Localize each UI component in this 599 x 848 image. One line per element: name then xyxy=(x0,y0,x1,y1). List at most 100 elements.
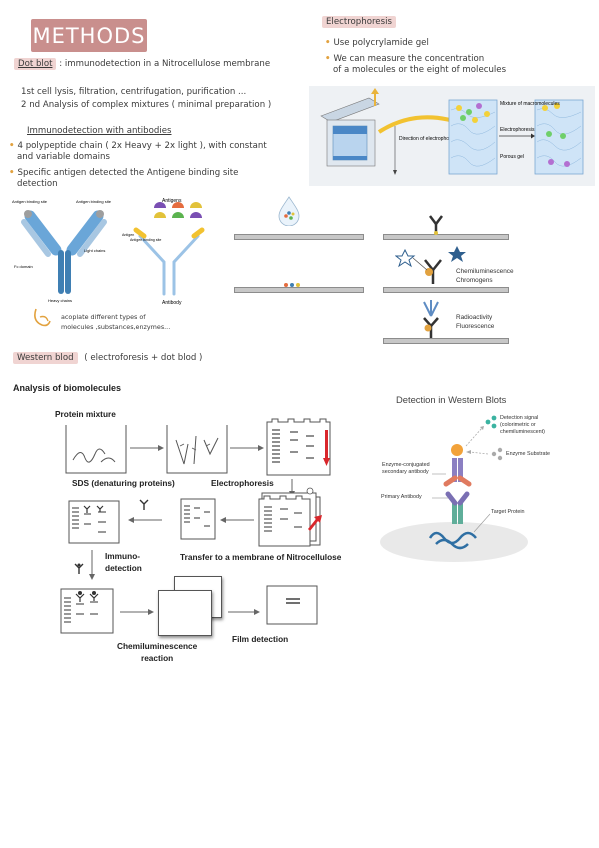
dot-blot-heading: Dot blot xyxy=(14,58,57,70)
immunodetection-label: Immuno- detection xyxy=(105,550,142,574)
signal-c: chemiluminescent) xyxy=(500,429,545,436)
protein-mixture-label: Protein mixture xyxy=(55,409,116,419)
analysis-title: Analysis of biomolecules xyxy=(13,383,122,393)
enzyme-substrate-label: Enzyme Substrate xyxy=(506,451,551,457)
electrophoresis-step-label: Electrophoresis xyxy=(211,478,274,488)
film-result xyxy=(266,585,318,625)
electrophoresis-bullet-2a: We can measure the concentration xyxy=(333,54,485,64)
film-detection-label: Film detection xyxy=(232,634,289,644)
antibody-on-membrane-icon xyxy=(429,215,443,235)
radioactivity-icon xyxy=(423,300,439,338)
electrophoresis-bullet-1: •Use polycrylamide gel xyxy=(325,38,429,48)
film-sheet-front xyxy=(158,590,212,636)
sds-beaker xyxy=(166,425,228,474)
membrane-strip-2 xyxy=(234,287,364,293)
membrane-strip-4 xyxy=(383,287,509,293)
secondary-antibody-label: Enzyme-conjugated secondary antibody xyxy=(382,462,430,476)
chemiluminescence-icon xyxy=(395,246,466,284)
dots-on-membrane xyxy=(284,283,300,287)
antigen-binding-site-right: Antigen binding site xyxy=(76,199,112,204)
light-chains-label: Light chains xyxy=(84,248,105,253)
mixture-label: Mixture of macromolecules xyxy=(500,101,560,107)
antigen-binding-mini-label: Antigen binding site xyxy=(130,238,161,242)
bullet-1b: and variable domains xyxy=(17,152,110,163)
secondary-b: secondary antibody xyxy=(382,469,429,476)
antibody-mini-icon-1 xyxy=(139,499,149,510)
chemi-blot xyxy=(60,588,114,634)
detection-signal-label: Detection signal (colorimetric or chemil… xyxy=(500,415,545,436)
gel-before xyxy=(448,99,498,175)
detection-title: Detection in Western Blots xyxy=(396,394,507,405)
transfer-membrane xyxy=(258,487,321,547)
arrow-3 xyxy=(120,609,154,615)
chemi-label-a: Chemiluminescence xyxy=(117,641,198,651)
bullet-2a: Specific antigen detected the Antigene b… xyxy=(17,168,239,178)
arrow-1 xyxy=(130,445,164,451)
target-protein xyxy=(428,531,477,550)
fluorescence-label: Fluorescence xyxy=(456,323,495,330)
target-protein-label: Target Protein xyxy=(491,509,525,515)
dot-blot-step1: 1st cell lysis, filtration, centrifugati… xyxy=(21,87,247,97)
antibody-label: Antibody xyxy=(162,300,182,306)
antibody-y-shape xyxy=(21,210,107,294)
radioactivity-label: Radioactivity xyxy=(456,314,493,321)
immuno-blot xyxy=(68,500,120,544)
electrophoresis-bullet-2b: of a molecules or the eight of molecules xyxy=(333,65,507,76)
fc-domain-label: Fc domain xyxy=(14,264,33,269)
sample-arrow xyxy=(371,88,379,94)
chemiluminescence-label: Chemiluminescence xyxy=(456,268,514,275)
sample-droplet-icon xyxy=(278,196,300,226)
signal-a: Detection signal xyxy=(500,415,539,421)
arrow-left-1 xyxy=(220,517,254,523)
chromogens-label: Chromogens xyxy=(456,277,493,284)
arrow-4 xyxy=(228,609,260,615)
electrophoresis-heading-wrap: Electrophoresis xyxy=(322,16,396,28)
antibody-bullet-2: •Specific antigen detected the Antigene … xyxy=(9,168,309,191)
sds-label: SDS (denaturing proteins) xyxy=(72,478,175,488)
immunodetection-label-a: Immuno- xyxy=(105,551,141,561)
protein-mixture-beaker xyxy=(65,425,127,474)
transfer-arrow-red xyxy=(308,515,322,531)
primary-antibody-label: Primary Antibody xyxy=(381,494,422,500)
direction-label: Direction of electrophoresis xyxy=(399,136,460,142)
electrophoresis-label: Electrophoresis xyxy=(500,127,535,133)
immunodetection-label-b: detection xyxy=(105,563,142,574)
macromolecules-before xyxy=(456,103,490,123)
curly-arrow-icon xyxy=(34,308,51,327)
antigens-label: Antigens xyxy=(162,198,182,204)
antigen-shapes xyxy=(154,202,202,218)
dot-blot-step2: 2 nd Analysis of complex mixtures ( mini… xyxy=(21,100,272,110)
electrophoresis-bullet-2: •We can measure the concentration of a m… xyxy=(325,54,507,76)
antibody-structure-figure: Antigen binding site Antigen binding sit… xyxy=(12,199,112,303)
dot-blot-definition: : immunodetection in a Nitrocellulose me… xyxy=(59,59,271,69)
electrophoresis-gel xyxy=(266,418,331,476)
coupling-note-line-2: molecules ,substances,enzymes... xyxy=(61,322,171,331)
enzyme xyxy=(451,444,463,456)
arrow-down-2 xyxy=(89,550,95,580)
chemiluminescence-reaction-label: Chemiluminescence reaction xyxy=(117,640,197,664)
bullet-1a: 4 polypeptide chain ( 2x Heavy + 2x ligh… xyxy=(17,141,267,151)
arrow-left-2 xyxy=(128,517,162,523)
arrow-2 xyxy=(230,445,264,451)
antigen-antibody-figure: Antigens Antigen Antigen binding site An… xyxy=(122,198,205,306)
membrane-strip-5 xyxy=(383,338,509,344)
secondary-antibody xyxy=(443,458,472,487)
dot-blot-line: Dot blot : immunodetection in a Nitrocel… xyxy=(14,58,271,70)
antigen-binding-site-left: Antigen binding site xyxy=(12,199,48,204)
detection-figure xyxy=(380,415,528,562)
porous-gel-label: Porous gel xyxy=(500,154,524,160)
immunodetection-subheading: Immunodetection with antibodies xyxy=(27,126,172,136)
chemi-label-b: reaction xyxy=(140,653,174,664)
primary-antibody xyxy=(445,491,470,524)
blot-membrane-1 xyxy=(180,498,216,540)
membrane-strip-1 xyxy=(234,234,364,240)
buffer-bottom xyxy=(333,156,367,160)
electrophoresis-figure: Direction of electrophoresis Mixture of … xyxy=(309,86,595,186)
direction-arrow-red xyxy=(323,430,330,466)
membrane-strip-3 xyxy=(383,234,509,240)
antibody-mini-icon-2 xyxy=(74,563,84,574)
bullet-2b: detection xyxy=(17,179,58,190)
western-blot-subtitle: ( electroforesis + dot blod ) xyxy=(84,353,203,363)
page-title: METHODS xyxy=(31,19,147,52)
antibody-bullet-1: •4 polypeptide chain ( 2x Heavy + 2x lig… xyxy=(9,141,309,164)
